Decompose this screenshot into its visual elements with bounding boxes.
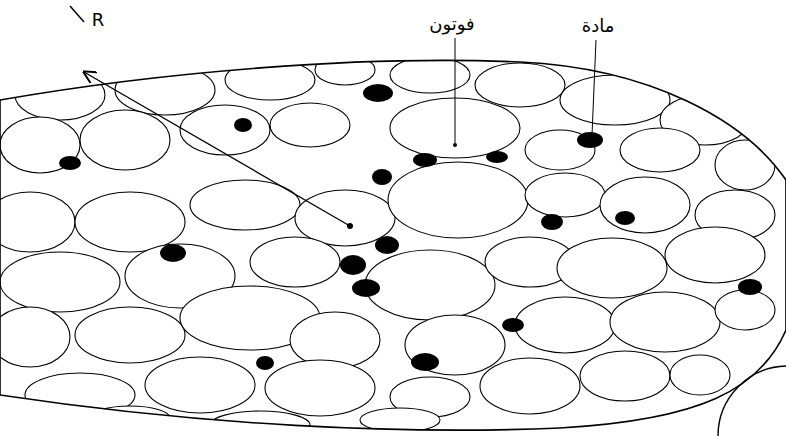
radius-origin (347, 223, 353, 229)
matter-dot (411, 353, 439, 371)
photon-bubble (225, 60, 315, 100)
photon-bubble (405, 315, 505, 375)
matter-dot (160, 244, 186, 262)
photon-bubble (180, 105, 270, 155)
photon-bubble (295, 190, 395, 246)
photon-bubble (610, 292, 720, 352)
photon-bubble (665, 227, 765, 283)
matter-dot (375, 236, 399, 254)
matter-dot (256, 356, 274, 370)
matter-dot (413, 153, 437, 167)
photon-bubble (600, 177, 690, 233)
photon-bubble (390, 57, 470, 93)
photon-bubble (270, 103, 350, 147)
photon-bubble (620, 128, 700, 172)
photon-bubble (670, 355, 730, 395)
photon-bubble (715, 290, 775, 330)
photon-label: فوتون (427, 14, 476, 34)
corner-arc (718, 366, 786, 436)
photon-bubble (75, 192, 185, 252)
photon-bubble (580, 351, 670, 401)
matter-dot (234, 118, 252, 132)
matter-dot (340, 255, 366, 275)
photon-bubble (480, 358, 580, 414)
matter-dot (577, 132, 603, 148)
photon-bubble (525, 173, 605, 217)
photon-bubble (75, 307, 185, 363)
matter-dot (502, 318, 524, 332)
photon-bubble (365, 250, 495, 320)
matter-dot (615, 211, 635, 225)
photon-bubbles (0, 55, 775, 436)
matter-dot (372, 169, 392, 185)
radius-arrow (84, 72, 350, 226)
radius-label: R (90, 10, 107, 30)
photon-bubble (0, 307, 70, 367)
photon-bubble (250, 237, 340, 287)
photon-bubble (290, 312, 380, 368)
leader-line (455, 38, 456, 143)
photon-bubble (90, 406, 170, 430)
matter-dot (352, 279, 380, 297)
photon-bubble (80, 110, 170, 170)
photon-bubble (0, 252, 120, 312)
matter-dot (738, 279, 762, 295)
photon-bubble (315, 55, 375, 85)
matter-dot (486, 151, 508, 163)
photon-bubble (145, 357, 255, 413)
photon-bubble (715, 140, 775, 190)
region-outline (0, 60, 786, 430)
matter-dot (59, 156, 81, 170)
photon-bubble (557, 238, 667, 298)
photon-bubble (475, 63, 565, 107)
leader-dot (453, 143, 457, 147)
leader-line (592, 40, 596, 135)
photon-bubble (0, 192, 75, 252)
matter-dot (541, 214, 563, 230)
matter-label: مادة (580, 16, 617, 36)
photon-bubble (560, 75, 670, 125)
photon-bubble (388, 162, 528, 238)
photon-bubble (0, 117, 80, 173)
matter-dot (363, 84, 393, 102)
hand-stroke (70, 6, 84, 22)
photon-bubble (515, 297, 615, 353)
matter-dots (59, 84, 762, 371)
photon-bubble (265, 360, 375, 416)
